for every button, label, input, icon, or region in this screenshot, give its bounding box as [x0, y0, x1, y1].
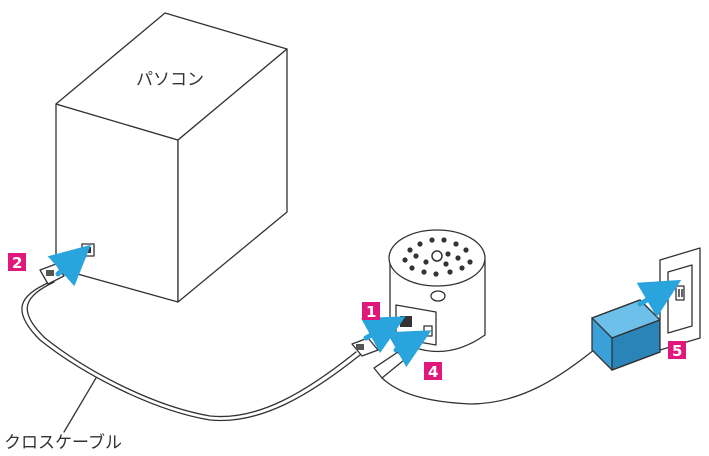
arrow-5	[636, 279, 682, 318]
step-badge-5-text: 5	[672, 342, 682, 360]
camera-cable-connector	[351, 337, 379, 357]
step-badge-4-text: 4	[428, 363, 438, 381]
wall-outlet	[659, 247, 701, 351]
pc-label: パソコン	[136, 70, 204, 90]
step-badge-1: 1	[362, 302, 380, 321]
dc-plug	[373, 344, 601, 405]
network-camera	[388, 229, 486, 353]
arrow-1	[360, 316, 406, 354]
camera-lan-port	[400, 316, 412, 327]
step-badge-1-text: 1	[366, 303, 376, 321]
ac-adapter	[590, 297, 669, 371]
step-badge-2: 2	[8, 253, 26, 272]
cross-cable	[21, 281, 361, 422]
cable-label: クロスケーブル	[4, 432, 122, 453]
arrow-2	[47, 244, 91, 287]
camera-power-port	[423, 325, 433, 337]
cable-leader-line	[63, 377, 97, 433]
pc-tower	[55, 12, 288, 303]
arrow-4	[386, 330, 432, 368]
step-badge-5: 5	[668, 341, 686, 360]
step-badge-4: 4	[424, 362, 442, 381]
step-badge-2-text: 2	[12, 254, 22, 272]
